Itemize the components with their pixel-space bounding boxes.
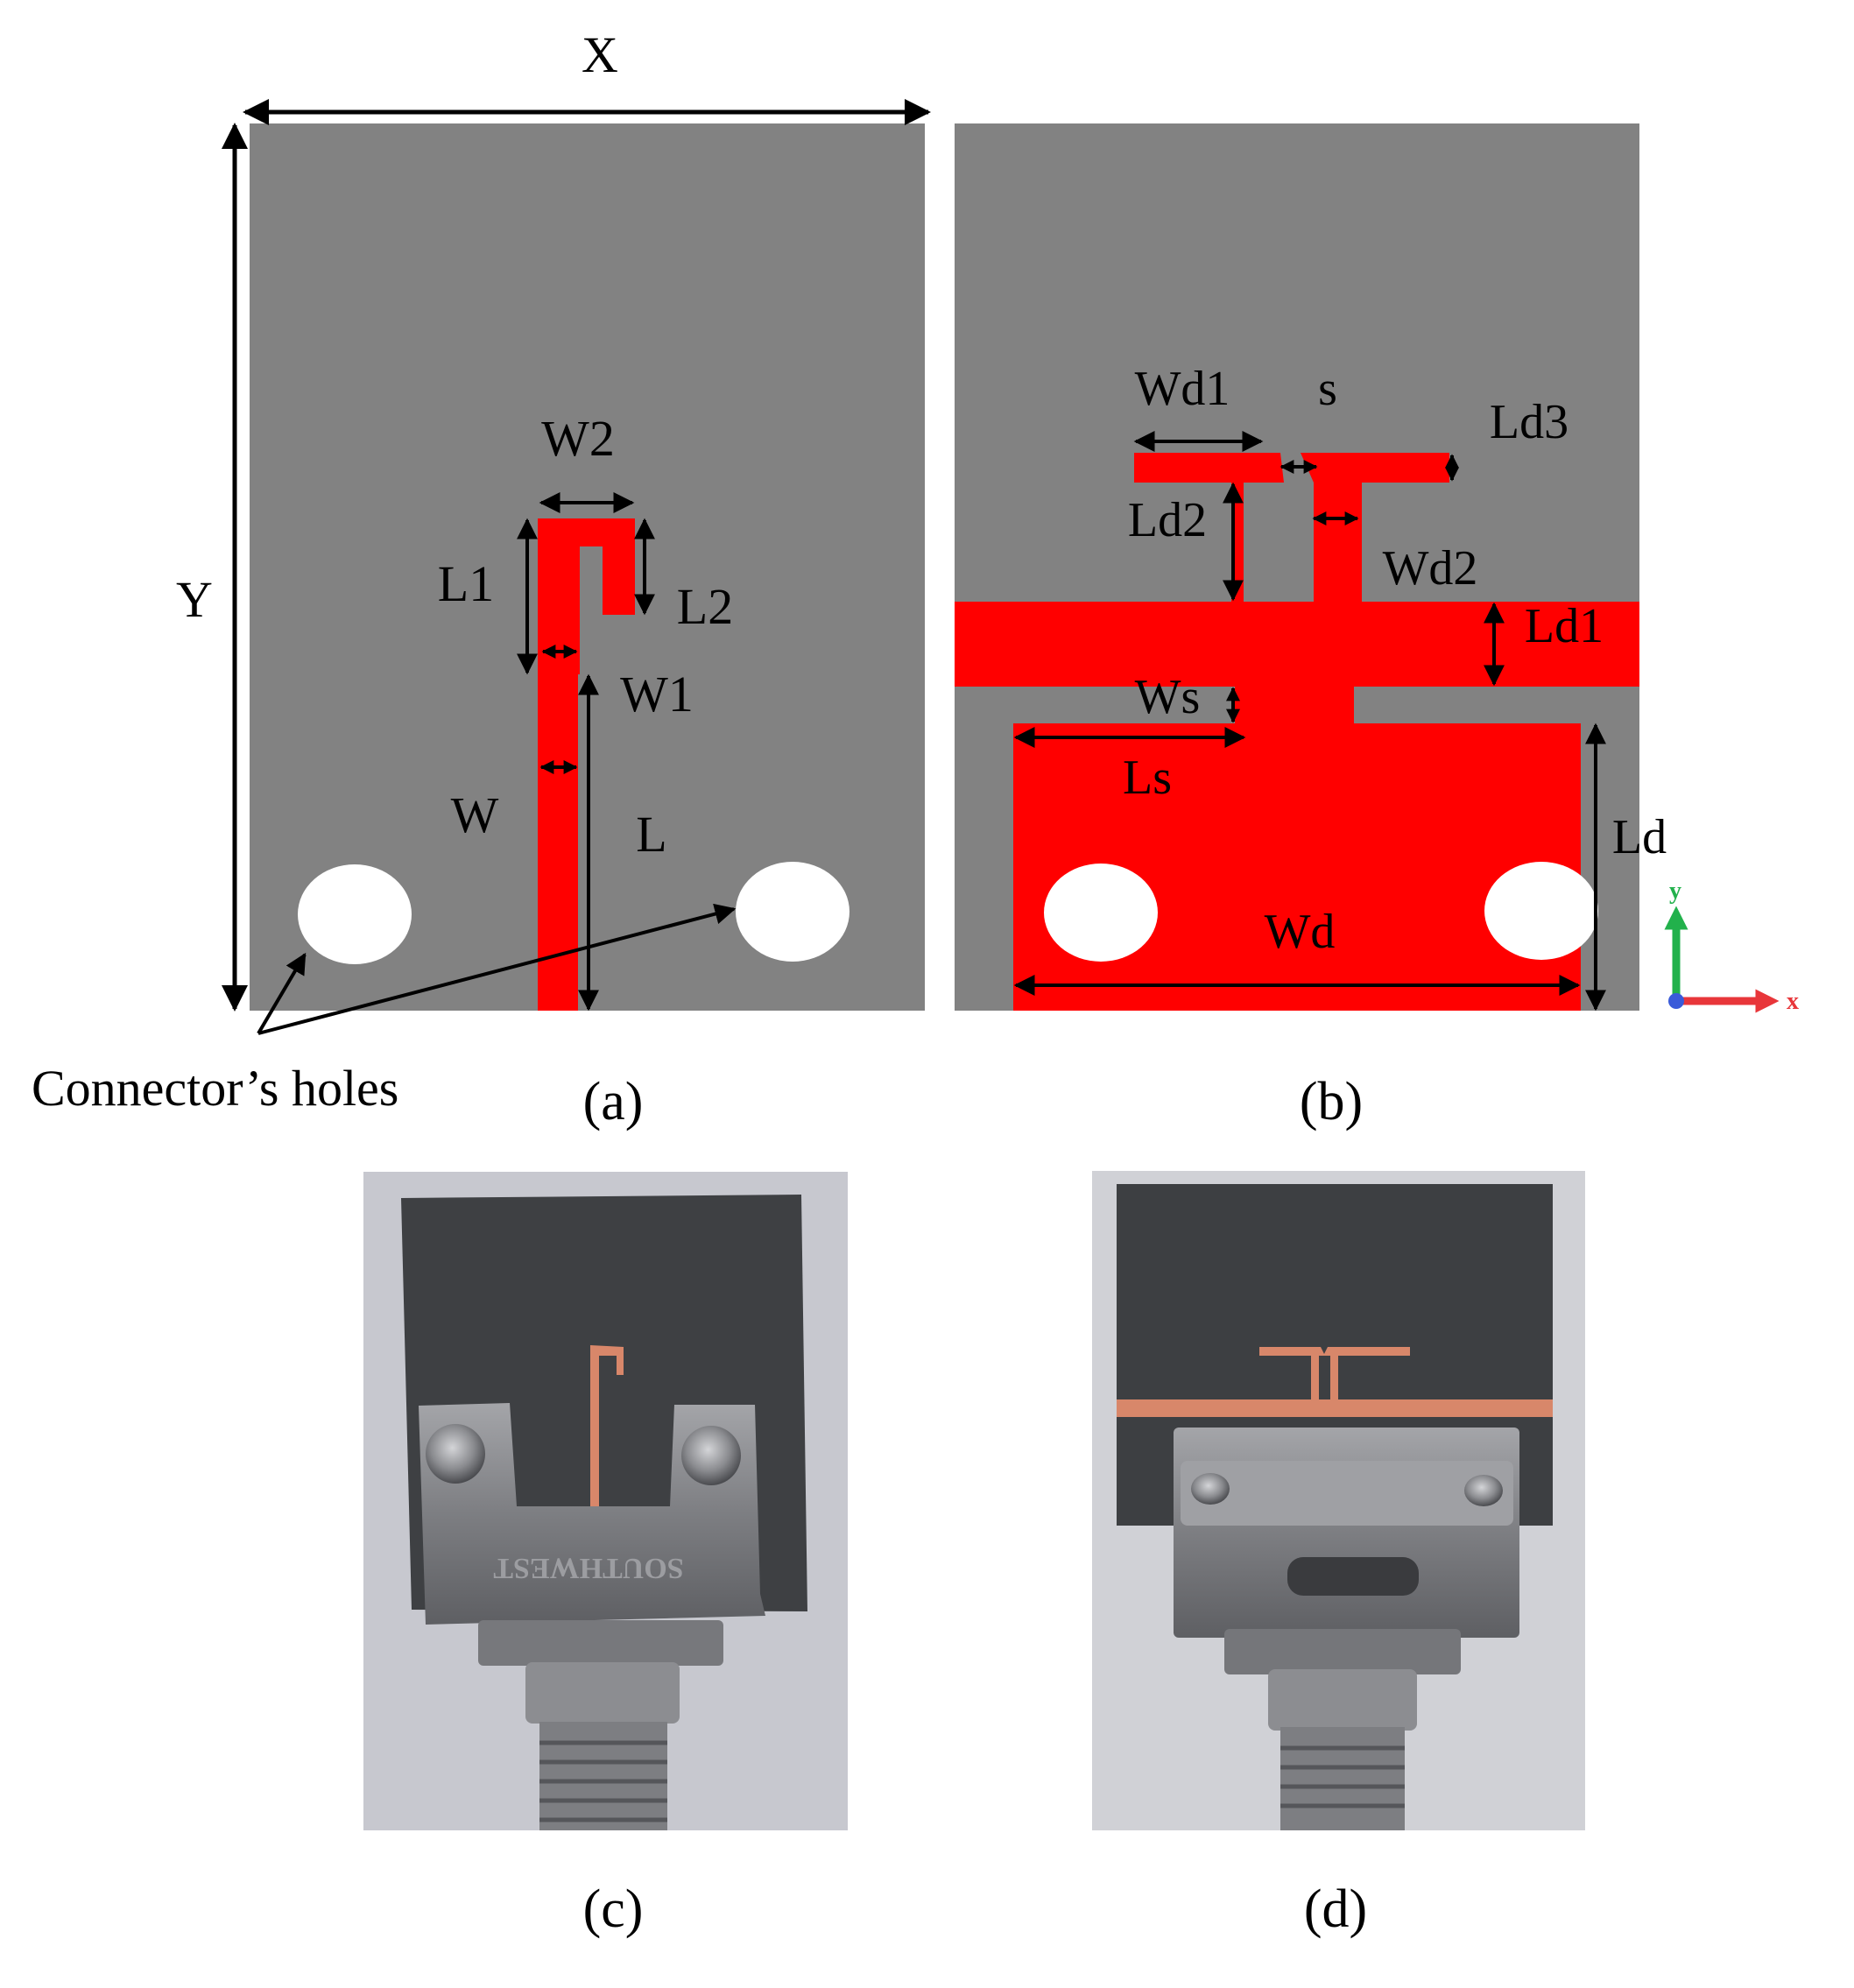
label-ld3: Ld3 (1490, 395, 1568, 449)
caption-c: (c) (583, 1879, 644, 1939)
center-stub (1235, 685, 1354, 725)
label-ld: Ld (1612, 810, 1667, 864)
caption-d: (d) (1304, 1879, 1367, 1939)
axis-z-dot (1668, 993, 1684, 1009)
photo-d-screw-right (1464, 1475, 1503, 1506)
hook-resonator (538, 518, 635, 674)
label-wd1: Wd1 (1135, 362, 1230, 416)
photo-c-screw-left (426, 1424, 485, 1484)
axis-y-label: y (1669, 878, 1681, 905)
label-l1: L1 (438, 555, 494, 612)
photo-c-copper-hook (590, 1345, 624, 1528)
label-w: W (451, 786, 499, 843)
photo-d-copper-t (1259, 1347, 1410, 1401)
label-y: Y (176, 571, 213, 628)
callout-arrow-left (257, 952, 307, 1035)
photo-d-screw-left (1191, 1473, 1230, 1505)
label-l2: L2 (677, 578, 733, 635)
photo-d-clip (1174, 1428, 1519, 1638)
label-ls: Ls (1123, 751, 1172, 805)
photo-c-connector-text: SOUTHWEST (493, 1552, 684, 1584)
axis-triad: y x (1664, 878, 1799, 1015)
label-w2: W2 (541, 410, 615, 467)
label-wd2: Wd2 (1383, 541, 1478, 596)
photo-d-copper-strip (1117, 1399, 1553, 1417)
photo-d-slot (1287, 1557, 1419, 1596)
panel-b-back-view: Wd1 s Ld3 Ld2 Wd2 Ld1 Ws Ls Ld Wd (b) y … (955, 123, 1799, 1131)
callout-arrow-right (257, 903, 737, 1035)
label-l: L (636, 806, 666, 863)
label-s: s (1318, 362, 1337, 416)
photo-c-screw-right (681, 1426, 741, 1485)
hole-b-left (1044, 864, 1158, 962)
horizontal-strip (955, 602, 1639, 687)
photo-c-nut (525, 1662, 680, 1724)
label-connector-holes: Connector’s holes (32, 1060, 398, 1117)
label-wd: Wd (1265, 905, 1336, 959)
label-ld1: Ld1 (1525, 599, 1604, 653)
photo-d-nut (1268, 1669, 1417, 1731)
label-w1: W1 (620, 666, 694, 723)
photo-d-flange (1224, 1629, 1461, 1674)
caption-b: (b) (1300, 1072, 1363, 1131)
panel-c-photo-front: SOUTHWEST (c) (363, 1172, 848, 1939)
caption-a: (a) (583, 1072, 644, 1131)
label-ws: Ws (1135, 670, 1201, 724)
photo-d-thread (1280, 1727, 1405, 1830)
photo-c-flange (478, 1620, 723, 1666)
slot-gap (1284, 483, 1314, 602)
hole-b-right (1484, 862, 1598, 960)
label-ld2: Ld2 (1128, 493, 1207, 547)
connector-hole-right (736, 862, 849, 962)
photo-c-thread (539, 1722, 667, 1830)
label-x: X (582, 26, 618, 83)
axis-x-label: x (1787, 988, 1799, 1015)
panel-a-front-view: X Y W2 L1 L2 W1 W L Connector’s holes (a… (32, 26, 931, 1131)
photo-c-connector-body (419, 1403, 765, 1625)
photo-d-clip-bar (1181, 1461, 1513, 1526)
connector-hole-left (298, 864, 412, 964)
panel-d-photo-back: (d) (1092, 1171, 1585, 1939)
